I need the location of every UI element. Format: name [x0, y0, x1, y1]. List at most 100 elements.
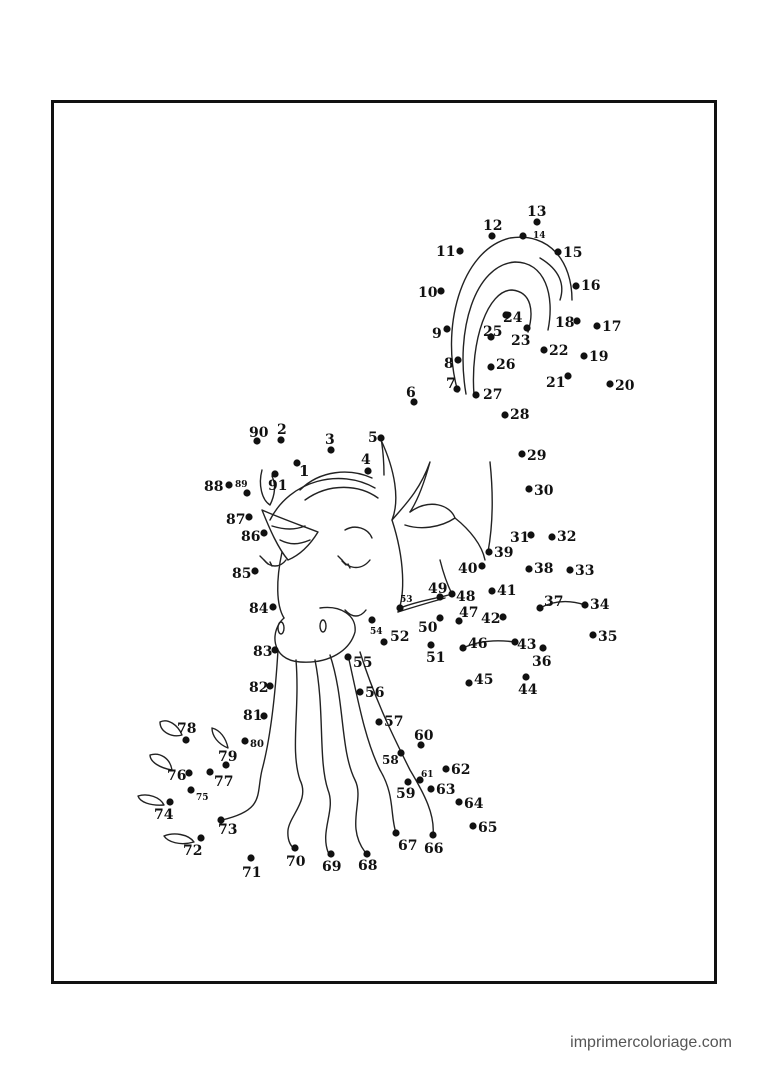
dot-label-68: 68 — [358, 858, 377, 874]
dot-label-51: 51 — [426, 650, 445, 666]
dot-82 — [266, 682, 274, 690]
dot-label-7: 7 — [446, 376, 456, 392]
dot-label-42: 42 — [481, 611, 500, 627]
dot-42 — [499, 613, 507, 621]
dot-77 — [206, 768, 214, 776]
dot-label-10: 10 — [418, 285, 438, 301]
horn-rings — [271, 525, 311, 545]
dot-label-62: 62 — [451, 762, 470, 778]
nostril-right — [319, 619, 327, 633]
dot-label-19: 19 — [589, 349, 608, 365]
dot-label-79: 79 — [218, 749, 237, 765]
eye-lashes-left — [259, 555, 273, 567]
drop-78 — [159, 720, 183, 737]
dot-83 — [271, 646, 279, 654]
dot-label-28: 28 — [510, 407, 529, 423]
dot-21 — [564, 372, 572, 380]
dot-label-9: 9 — [432, 326, 442, 342]
dot-60 — [417, 741, 425, 749]
dot-64 — [455, 798, 463, 806]
dot-87 — [245, 513, 253, 521]
eye-lashes-right — [337, 555, 351, 569]
dot-label-88: 88 — [204, 479, 223, 495]
dot-label-55: 55 — [353, 655, 372, 671]
dot-label-77: 77 — [214, 774, 233, 790]
dot-41 — [488, 587, 496, 595]
curve-37-34 — [539, 600, 586, 609]
neck-line — [454, 517, 486, 561]
dot-4 — [364, 467, 372, 475]
dot-label-2: 2 — [277, 422, 287, 438]
site-credit: imprimercoloriage.com — [570, 1034, 732, 1051]
dot-label-64: 64 — [464, 796, 484, 812]
dot-label-31: 31 — [510, 530, 529, 546]
dot-8 — [454, 356, 462, 364]
dot-label-89: 89 — [235, 480, 248, 490]
dot-label-78: 78 — [177, 721, 196, 737]
dot-38 — [525, 565, 533, 573]
brow-right — [344, 526, 373, 539]
dot-label-27: 27 — [483, 387, 502, 403]
dot-81 — [260, 712, 268, 720]
dot-label-15: 15 — [563, 245, 582, 261]
dot-label-20: 20 — [615, 378, 635, 394]
dot-label-22: 22 — [549, 343, 568, 359]
hair-strand-3 — [314, 659, 332, 853]
dot-9 — [443, 325, 451, 333]
dot-label-67: 67 — [398, 838, 417, 854]
snout — [274, 606, 356, 663]
dot-label-82: 82 — [249, 680, 268, 696]
dot-70 — [291, 844, 299, 852]
dot-31 — [527, 531, 535, 539]
dot-57 — [375, 718, 383, 726]
dot-14 — [519, 232, 527, 240]
dot-label-16: 16 — [581, 278, 600, 294]
dot-34 — [581, 601, 589, 609]
dot-43 — [511, 638, 519, 646]
drop-72 — [163, 833, 195, 845]
dot-32 — [548, 533, 556, 541]
dot-1 — [293, 459, 301, 467]
mane-curve — [487, 461, 493, 553]
dot-label-6: 6 — [406, 385, 416, 401]
dot-label-14: 14 — [533, 231, 546, 241]
dot-10 — [437, 287, 445, 295]
dot-90 — [253, 437, 261, 445]
rainbow-tail — [539, 257, 563, 301]
dot-label-5: 5 — [368, 430, 378, 446]
dot-label-53: 53 — [400, 595, 413, 605]
dot-46 — [459, 644, 467, 652]
dot-label-91: 91 — [268, 478, 287, 494]
dot-label-17: 17 — [602, 319, 621, 335]
dot-3 — [327, 446, 335, 454]
dot-label-38: 38 — [534, 561, 553, 577]
dot-45 — [465, 679, 473, 687]
dot-label-54: 54 — [370, 627, 383, 637]
hair-strand-4 — [329, 654, 366, 853]
ear-left — [259, 469, 276, 506]
dot-36 — [539, 644, 547, 652]
dot-label-3: 3 — [325, 432, 335, 448]
dot-62 — [442, 765, 450, 773]
dot-49 — [436, 593, 444, 601]
dot-28 — [501, 411, 509, 419]
dot-label-37: 37 — [544, 594, 563, 610]
dot-55 — [344, 653, 352, 661]
dot-12 — [488, 232, 496, 240]
dot-88 — [225, 481, 233, 489]
dot-51 — [427, 641, 435, 649]
dot-label-1: 1 — [299, 462, 309, 480]
rainbow-arc-outer — [450, 236, 573, 393]
dot-label-48: 48 — [456, 589, 475, 605]
dot-label-69: 69 — [322, 859, 341, 875]
dot-25 — [487, 333, 495, 341]
dot-label-40: 40 — [458, 561, 478, 577]
dot-73 — [217, 816, 225, 824]
dot-label-39: 39 — [494, 545, 513, 561]
dot-63 — [427, 785, 435, 793]
drop-76 — [149, 753, 173, 771]
dot-label-61: 61 — [421, 770, 434, 780]
dot-label-43: 43 — [517, 637, 536, 653]
dot-48 — [448, 590, 456, 598]
dot-label-63: 63 — [436, 782, 455, 798]
